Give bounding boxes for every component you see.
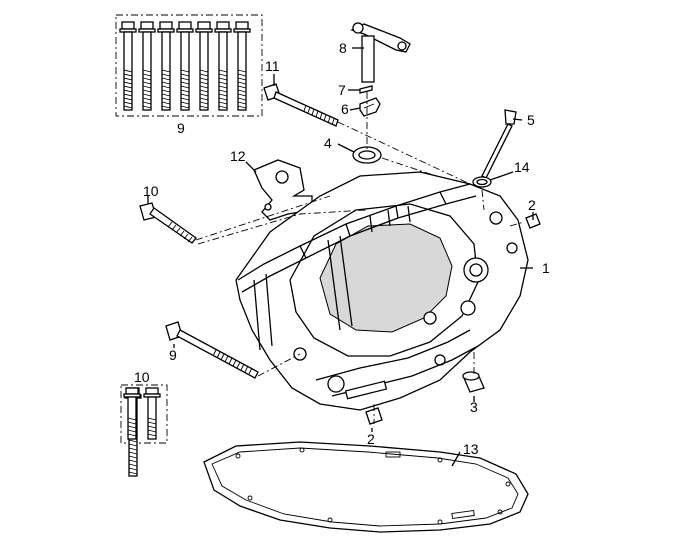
callout-4: 4 [324,135,332,151]
callout-numbers: 1 2 2 3 4 5 6 7 8 9 9 10 10 11 12 13 14 [134,40,550,457]
callout-11: 11 [265,58,280,74]
gasket-13 [203,441,529,533]
bolt-9 [165,321,259,379]
callout-14: 14 [514,159,530,175]
callout-9a: 9 [177,120,185,136]
callout-2b: 2 [367,431,375,447]
callout-12: 12 [230,148,246,164]
callout-13: 13 [463,441,479,457]
callout-9b: 9 [169,347,177,363]
callout-7: 7 [338,82,346,98]
alignment-lines [195,92,525,424]
callout-2a: 2 [528,197,536,213]
callout-5: 5 [527,112,535,128]
bolt-10 [139,202,197,244]
callout-3: 3 [470,399,478,415]
bolt-set-10 [120,384,168,477]
plug-3 [462,371,485,393]
bolt-set-10-bolts [123,387,161,440]
crankcase-cover-1 [235,171,529,411]
callout-8: 8 [339,40,347,56]
shift-arm-8 [350,22,411,83]
oil-seal-4 [352,146,382,164]
pin-7 [359,85,373,94]
dipstick-5 [481,109,517,179]
clip-6 [359,97,381,117]
callout-6: 6 [341,101,349,117]
leader-lines [147,47,534,467]
callout-10b: 10 [134,369,150,385]
callout-10a: 10 [143,183,159,199]
o-ring-14 [472,176,492,188]
bolt-set-9 [115,14,263,117]
bolt-11 [263,83,339,127]
callout-1: 1 [542,260,550,276]
